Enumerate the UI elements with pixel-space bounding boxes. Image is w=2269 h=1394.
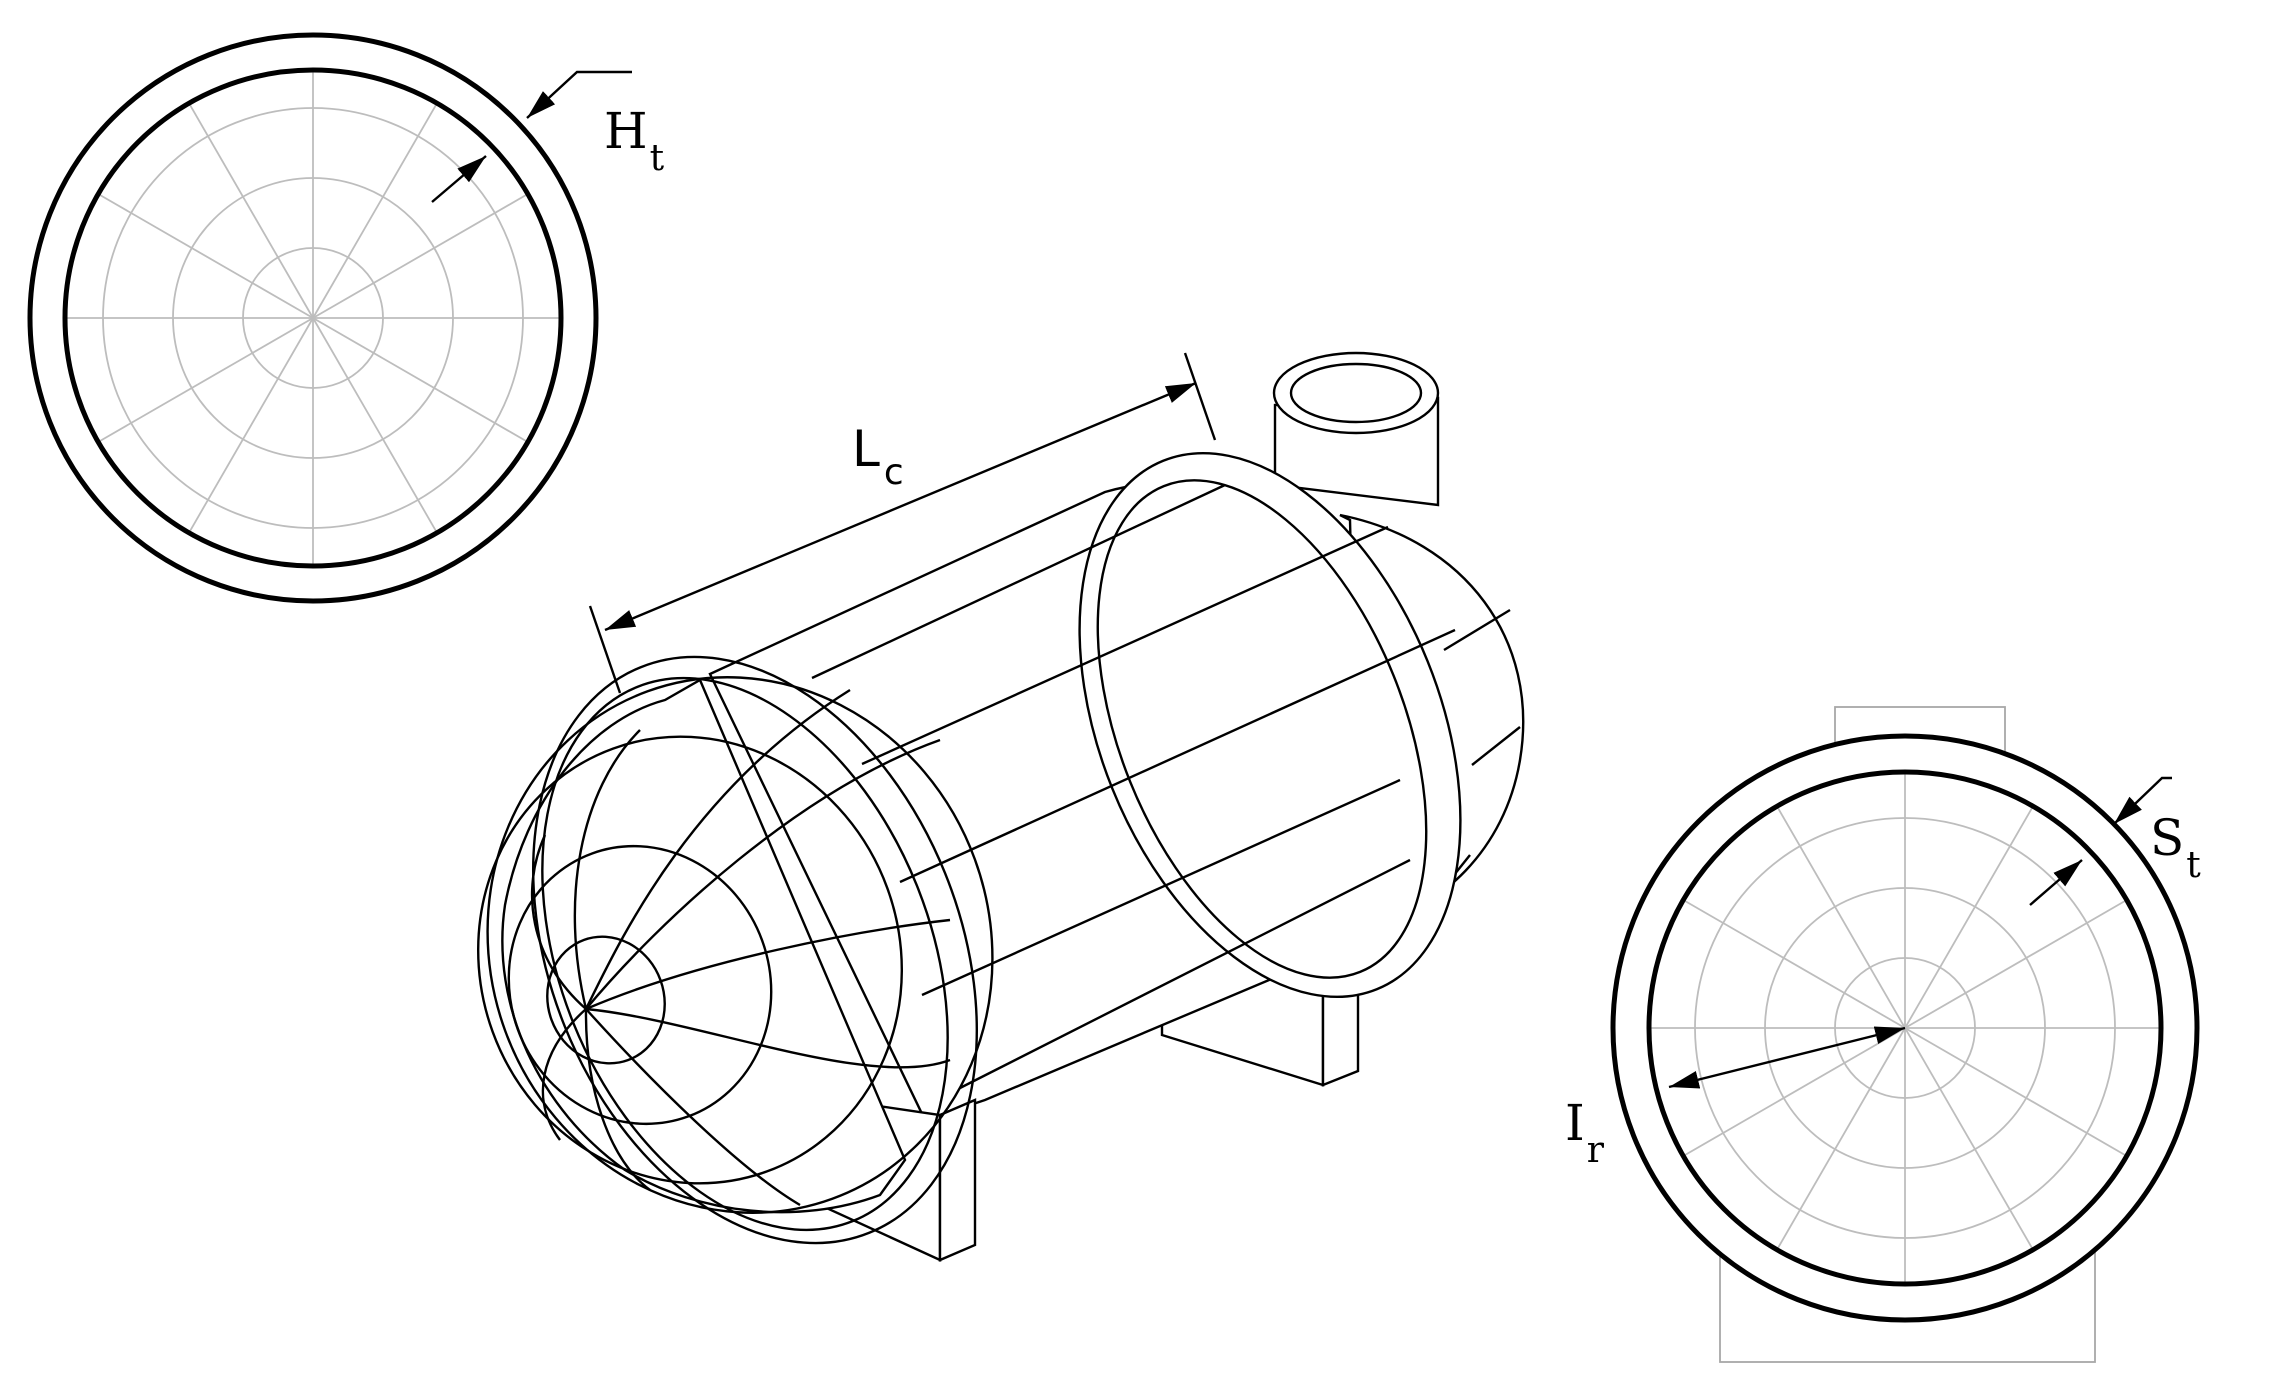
lc-extension-right — [1183, 352, 1217, 441]
shell-grid-spoke — [1904, 899, 2128, 1029]
shell-outer-circle — [1610, 733, 2200, 1323]
head-grid-spoke — [188, 102, 314, 319]
front-dished-head — [476, 676, 994, 1214]
head-thickness-inner-arrow — [431, 155, 487, 203]
head-grid-spoke — [97, 317, 314, 443]
shell-grid-spoke — [1904, 805, 2034, 1029]
head-grid-spoke — [312, 317, 438, 534]
head-grid-spoke — [97, 193, 314, 319]
head-polar-grid — [65, 70, 561, 566]
head-inner-circle — [62, 67, 564, 569]
shell-grid-spoke — [1776, 805, 1906, 1029]
inner-radius-label: Ir — [1565, 1094, 1605, 1171]
front-ring-flange — [532, 655, 978, 1245]
head-grid-spoke — [312, 317, 529, 443]
shell-grid-spoke — [1682, 899, 1906, 1029]
shell-thickness-label: St — [2150, 809, 2201, 886]
head-thickness-label: Ht — [604, 102, 665, 179]
rear-head-band-2 — [1471, 726, 1521, 766]
head-grid-spoke — [312, 102, 438, 319]
head-grid-spoke — [312, 193, 529, 319]
front-head-latitudes — [476, 676, 994, 1214]
shell-thickness-leader — [2113, 776, 2172, 825]
top-nozzle — [1272, 351, 1440, 507]
rear-head-band-1 — [1443, 608, 1511, 652]
head-outer-circle — [27, 32, 599, 604]
shell-thickness-inner-arrow — [2029, 859, 2083, 906]
inner-radius-dimension — [1668, 1026, 1906, 1089]
head-cross-section: Ht — [27, 32, 665, 604]
head-thickness-leader — [526, 70, 632, 119]
head-grid-spoke — [188, 317, 314, 534]
lc-dimension-line — [604, 381, 1197, 632]
shell-grid-spoke — [1904, 1027, 2034, 1251]
shell-inner-circle — [1646, 769, 2164, 1287]
shell-cross-section: St Ir — [1565, 706, 2201, 1363]
lc-extension-left — [588, 605, 622, 694]
shell-grid-spoke — [1904, 1027, 2128, 1157]
